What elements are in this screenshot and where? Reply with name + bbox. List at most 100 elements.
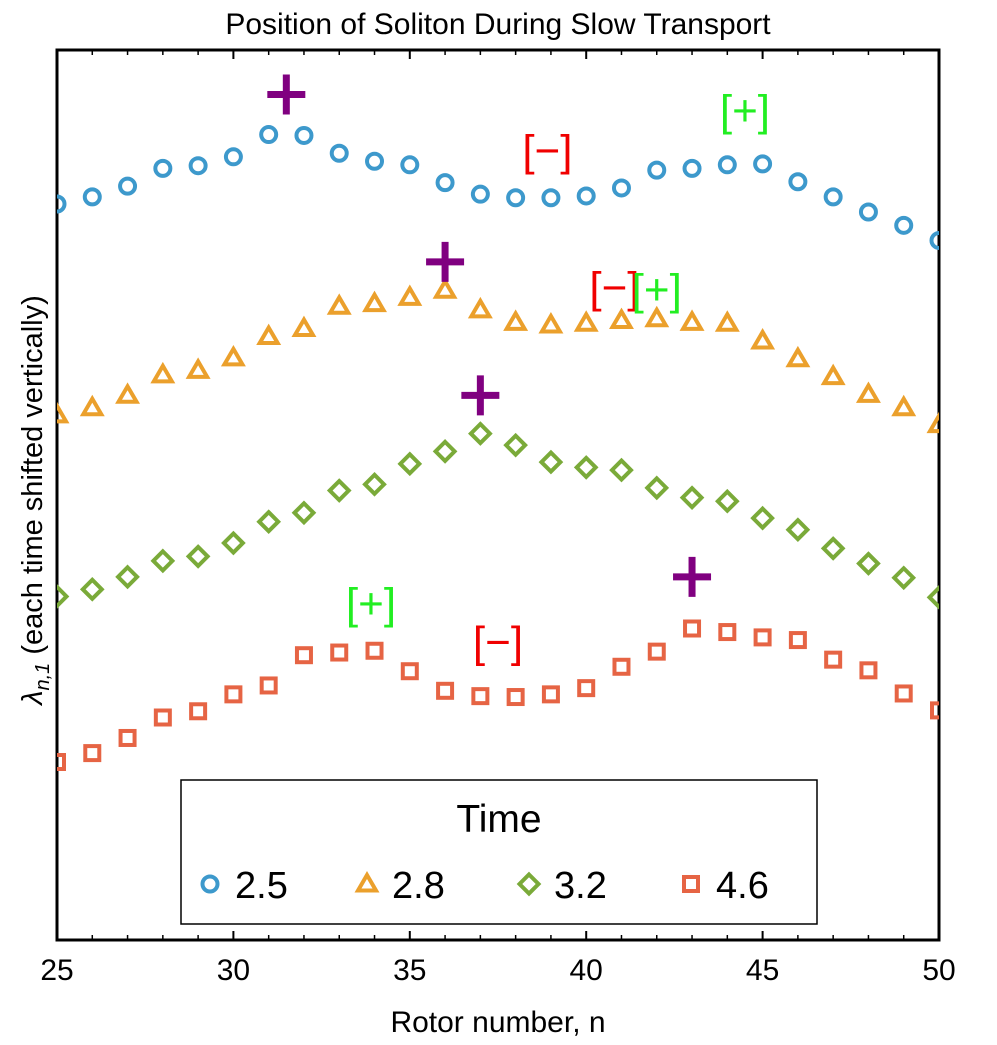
- data-point: [150, 548, 176, 574]
- data-point: [400, 155, 420, 175]
- data-point: [647, 642, 666, 661]
- data-point: [538, 449, 564, 475]
- data-point: [894, 684, 913, 703]
- x-axis-label: Rotor number, n: [390, 1006, 605, 1039]
- data-point: [220, 344, 246, 367]
- series-3.2: [57, 421, 939, 610]
- x-tick-label: 45: [746, 954, 779, 987]
- data-point: [682, 158, 702, 178]
- annotation-plus-marker: [673, 556, 712, 597]
- data-point: [753, 628, 772, 647]
- chart-title: Position of Soliton During Slow Transpor…: [225, 8, 771, 41]
- annotation-bracket: [+]: [720, 87, 770, 136]
- data-point: [788, 172, 808, 192]
- legend-entry-3.2: 3.2: [516, 865, 607, 907]
- data-point: [679, 309, 705, 331]
- data-point: [118, 728, 137, 747]
- data-point: [188, 156, 208, 176]
- data-point: [824, 650, 843, 669]
- data-point: [432, 277, 458, 299]
- legend-marker: [200, 874, 220, 894]
- data-point: [294, 125, 314, 145]
- data-point: [256, 509, 282, 535]
- legend-marker: [682, 875, 700, 893]
- data-point: [785, 517, 811, 543]
- series-layer: [57, 125, 939, 771]
- annotation-plus-marker: [426, 241, 465, 282]
- data-point: [679, 485, 705, 510]
- data-point: [83, 744, 102, 763]
- data-point: [150, 361, 176, 384]
- data-point: [541, 685, 560, 704]
- data-point: [926, 411, 939, 434]
- data-point: [291, 500, 317, 526]
- series-4.6: [57, 619, 939, 771]
- data-point: [294, 646, 313, 665]
- legend-entry-2.8: 2.8: [354, 865, 445, 907]
- data-point: [612, 657, 631, 676]
- series-2.5: [57, 125, 939, 250]
- data-point: [538, 312, 564, 334]
- data-point: [647, 160, 667, 180]
- legend-label: 4.6: [716, 865, 769, 907]
- data-point: [79, 577, 105, 602]
- data-point: [185, 544, 211, 569]
- data-point: [115, 382, 141, 404]
- data-point: [432, 439, 458, 464]
- annotation-bracket: [−]: [473, 618, 523, 667]
- x-tick-label: 40: [570, 954, 603, 987]
- legend-entry-2.5: 2.5: [200, 865, 288, 907]
- data-point: [330, 643, 349, 662]
- data-point: [223, 147, 243, 167]
- data-point: [326, 293, 352, 315]
- annotation-layer: [−][+][−][+][+][−]: [267, 74, 770, 667]
- data-point: [362, 290, 387, 313]
- data-point: [717, 155, 737, 175]
- data-point: [683, 619, 702, 638]
- data-point: [57, 401, 70, 424]
- series-2.8: [57, 277, 939, 434]
- data-point: [57, 194, 67, 214]
- data-point: [435, 173, 455, 193]
- annotation-plus-marker: [461, 375, 500, 416]
- data-point: [788, 631, 807, 650]
- legend-label: 2.8: [392, 865, 445, 907]
- data-point: [503, 309, 529, 331]
- data-point: [573, 310, 599, 332]
- annotation-plus-marker: [267, 74, 306, 115]
- data-point: [577, 679, 596, 698]
- legend-marker: [354, 871, 380, 893]
- data-point: [926, 585, 939, 610]
- data-point: [221, 530, 246, 556]
- data-point: [929, 230, 939, 250]
- data-point: [259, 125, 279, 145]
- data-point: [362, 471, 387, 497]
- data-point: [753, 154, 773, 174]
- data-point: [153, 708, 172, 727]
- data-point: [471, 687, 490, 706]
- data-point: [891, 394, 917, 417]
- x-tick-label: 30: [217, 954, 250, 987]
- data-point: [79, 394, 105, 417]
- legend-label: 2.5: [235, 865, 288, 907]
- data-point: [259, 676, 278, 695]
- x-tick-label: 25: [40, 954, 73, 987]
- data-point: [291, 315, 317, 338]
- x-tick-label: 35: [393, 954, 426, 987]
- data-point: [153, 158, 173, 178]
- data-point: [644, 305, 670, 328]
- data-point: [57, 753, 66, 771]
- data-point: [329, 143, 349, 163]
- data-point: [644, 475, 670, 501]
- annotation-bracket: [−]: [589, 264, 639, 313]
- data-point: [365, 641, 384, 660]
- legend-entries: 2.5 2.8 3.2 4.6: [200, 865, 769, 907]
- plot-frame: [55, 48, 941, 942]
- data-point: [436, 681, 455, 700]
- data-point: [185, 357, 211, 379]
- y-axis-label: λn,1 (each time shifted vertically): [17, 295, 54, 707]
- data-point: [930, 701, 939, 720]
